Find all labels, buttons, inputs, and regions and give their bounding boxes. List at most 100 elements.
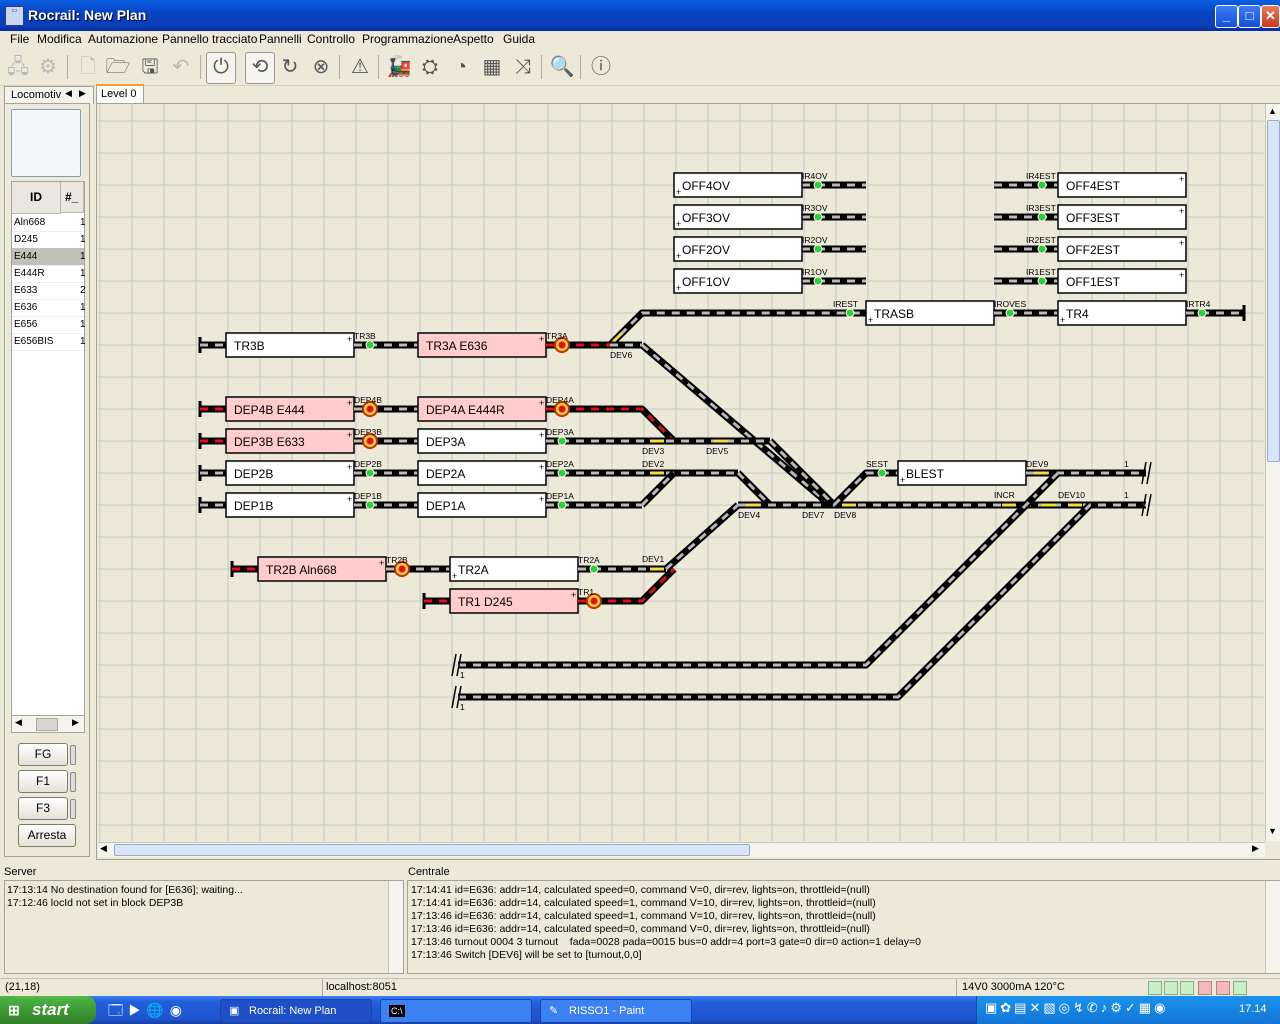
switch-label[interactable]: DEV9 — [1026, 459, 1048, 469]
block-marker[interactable]: + — [676, 187, 681, 197]
block-label[interactable]: TR2A — [458, 563, 489, 577]
tray-icons[interactable]: ▣✿▤✕▧◎↯✆♪⚙✓▦◉ — [985, 1000, 1169, 1015]
sensor[interactable] — [365, 340, 375, 350]
sensor-label[interactable]: DEP1A — [546, 491, 574, 501]
block[interactable] — [673, 172, 803, 198]
block-marker[interactable]: + — [868, 315, 873, 325]
block[interactable] — [257, 556, 387, 582]
block-marker[interactable]: + — [347, 462, 352, 472]
sensor-label[interactable]: DEP1B — [354, 491, 382, 501]
block[interactable] — [417, 460, 547, 486]
block-label[interactable]: DEP1B — [234, 499, 273, 513]
block-label[interactable]: TR3A E636 — [426, 339, 488, 353]
block-label[interactable]: OFF3EST — [1066, 211, 1121, 225]
sensor[interactable] — [557, 500, 567, 510]
block-label[interactable]: DEP4A E444R — [426, 403, 505, 417]
sensor-label[interactable]: IR2OV — [802, 235, 828, 245]
block[interactable] — [449, 556, 579, 582]
block-label[interactable]: DEP3A — [426, 435, 465, 449]
sensor-label[interactable]: SEST — [866, 459, 888, 469]
sensor[interactable] — [365, 468, 375, 478]
sensor[interactable] — [1037, 180, 1047, 190]
block-label[interactable]: OFF3OV — [682, 211, 730, 225]
block-marker[interactable]: + — [347, 334, 352, 344]
block[interactable] — [1057, 172, 1187, 198]
gear-icon[interactable]: ⚙ — [39, 56, 57, 78]
block-marker[interactable]: + — [1060, 315, 1065, 325]
sensor[interactable] — [1005, 308, 1015, 318]
signal-lamp[interactable] — [366, 437, 374, 445]
open-folder-icon[interactable]: 🗁 — [105, 56, 131, 78]
menu-guida[interactable]: Guida — [503, 32, 536, 46]
sensor[interactable] — [813, 212, 823, 222]
rotate-icon[interactable]: ↻ — [281, 56, 299, 78]
sensor-label[interactable]: IR2EST — [1026, 235, 1056, 245]
sensor-label[interactable]: TR2A — [578, 555, 600, 565]
cancel-icon[interactable]: ⊗ — [312, 56, 330, 78]
block-label[interactable]: TR3B — [234, 339, 265, 353]
switch-label[interactable]: DEV5 — [706, 446, 728, 456]
grid-icon[interactable]: ▦ — [482, 56, 502, 78]
sensor[interactable] — [557, 436, 567, 446]
sensor-label[interactable]: IRTR4 — [1186, 299, 1211, 309]
signal-lamp[interactable] — [558, 341, 566, 349]
tab-level-0[interactable]: Level 0 — [96, 84, 144, 105]
track-plan[interactable]: OFF4OV+IR4OVOFF3OV+IR3OVOFF2OV+IR2OVOFF1… — [98, 104, 1264, 841]
sensor[interactable] — [1037, 212, 1047, 222]
menu-file[interactable]: File — [10, 32, 30, 46]
info-icon[interactable]: ⓘ — [591, 56, 611, 78]
block-marker[interactable]: + — [379, 558, 384, 568]
block-marker[interactable]: + — [539, 462, 544, 472]
sensor[interactable] — [589, 564, 599, 574]
block[interactable] — [1057, 204, 1187, 230]
sensor-label[interactable]: DEP3B — [354, 427, 382, 437]
quick-launch[interactable]: 🗔▶🌐◉ — [108, 1002, 189, 1018]
switch-label[interactable]: DEV1 — [642, 554, 664, 564]
menu-automazione[interactable]: Automazione — [88, 32, 159, 46]
task-paint[interactable]: ✎ RISSO1 - Paint — [540, 999, 692, 1023]
block[interactable] — [673, 268, 803, 294]
sensor-label[interactable]: IROVES — [994, 299, 1026, 309]
block-label[interactable]: OFF1OV — [682, 275, 730, 289]
sensor[interactable] — [813, 180, 823, 190]
switch-label[interactable]: DEV4 — [738, 510, 760, 520]
sensor-label[interactable]: INCR — [994, 490, 1015, 500]
function-button-f1[interactable]: F1 — [18, 770, 68, 793]
block-marker[interactable]: + — [1179, 206, 1184, 216]
signal-lamp[interactable] — [590, 597, 598, 605]
block-label[interactable]: DEP2B — [234, 467, 273, 481]
block[interactable] — [417, 332, 547, 358]
function-button-fg[interactable]: FG — [18, 743, 68, 766]
switch-indicator[interactable] — [610, 331, 624, 345]
block-marker[interactable]: + — [347, 398, 352, 408]
menu-pannelli[interactable]: Pannelli — [259, 32, 302, 46]
sensor-label[interactable]: TR3B — [354, 331, 376, 341]
block-marker[interactable]: + — [571, 590, 576, 600]
shuffle-icon[interactable]: ⤨ — [515, 56, 531, 78]
block-marker[interactable]: + — [539, 398, 544, 408]
minimize-button[interactable]: _ — [1215, 5, 1238, 28]
sensor[interactable] — [1197, 308, 1207, 318]
block[interactable] — [417, 396, 547, 422]
sensor[interactable] — [1037, 244, 1047, 254]
sensor-label[interactable]: DEP4B — [354, 395, 382, 405]
switch-label[interactable]: DEV8 — [834, 510, 856, 520]
scroll-left-icon[interactable]: ◀ — [100, 843, 107, 853]
block-marker[interactable]: + — [676, 283, 681, 293]
plan-hscrollbar[interactable]: ◀ ▶ — [98, 842, 1265, 857]
sensor-label[interactable]: IR1OV — [802, 267, 828, 277]
sensor-label[interactable]: TR2B — [386, 555, 408, 565]
block-label[interactable]: TR2B Aln668 — [266, 563, 337, 577]
server-log-scrollbar[interactable] — [388, 881, 403, 973]
block-marker[interactable]: + — [347, 494, 352, 504]
power-icon[interactable]: ⏻ — [206, 52, 236, 84]
block-marker[interactable]: + — [900, 475, 905, 485]
signal-lamp[interactable] — [558, 405, 566, 413]
sensor-label[interactable]: TR3A — [546, 331, 568, 341]
zoom-icon[interactable]: 🔍 — [549, 56, 575, 78]
block-marker[interactable]: + — [676, 219, 681, 229]
block[interactable] — [1057, 268, 1187, 294]
block-label[interactable]: DEP1A — [426, 499, 465, 513]
